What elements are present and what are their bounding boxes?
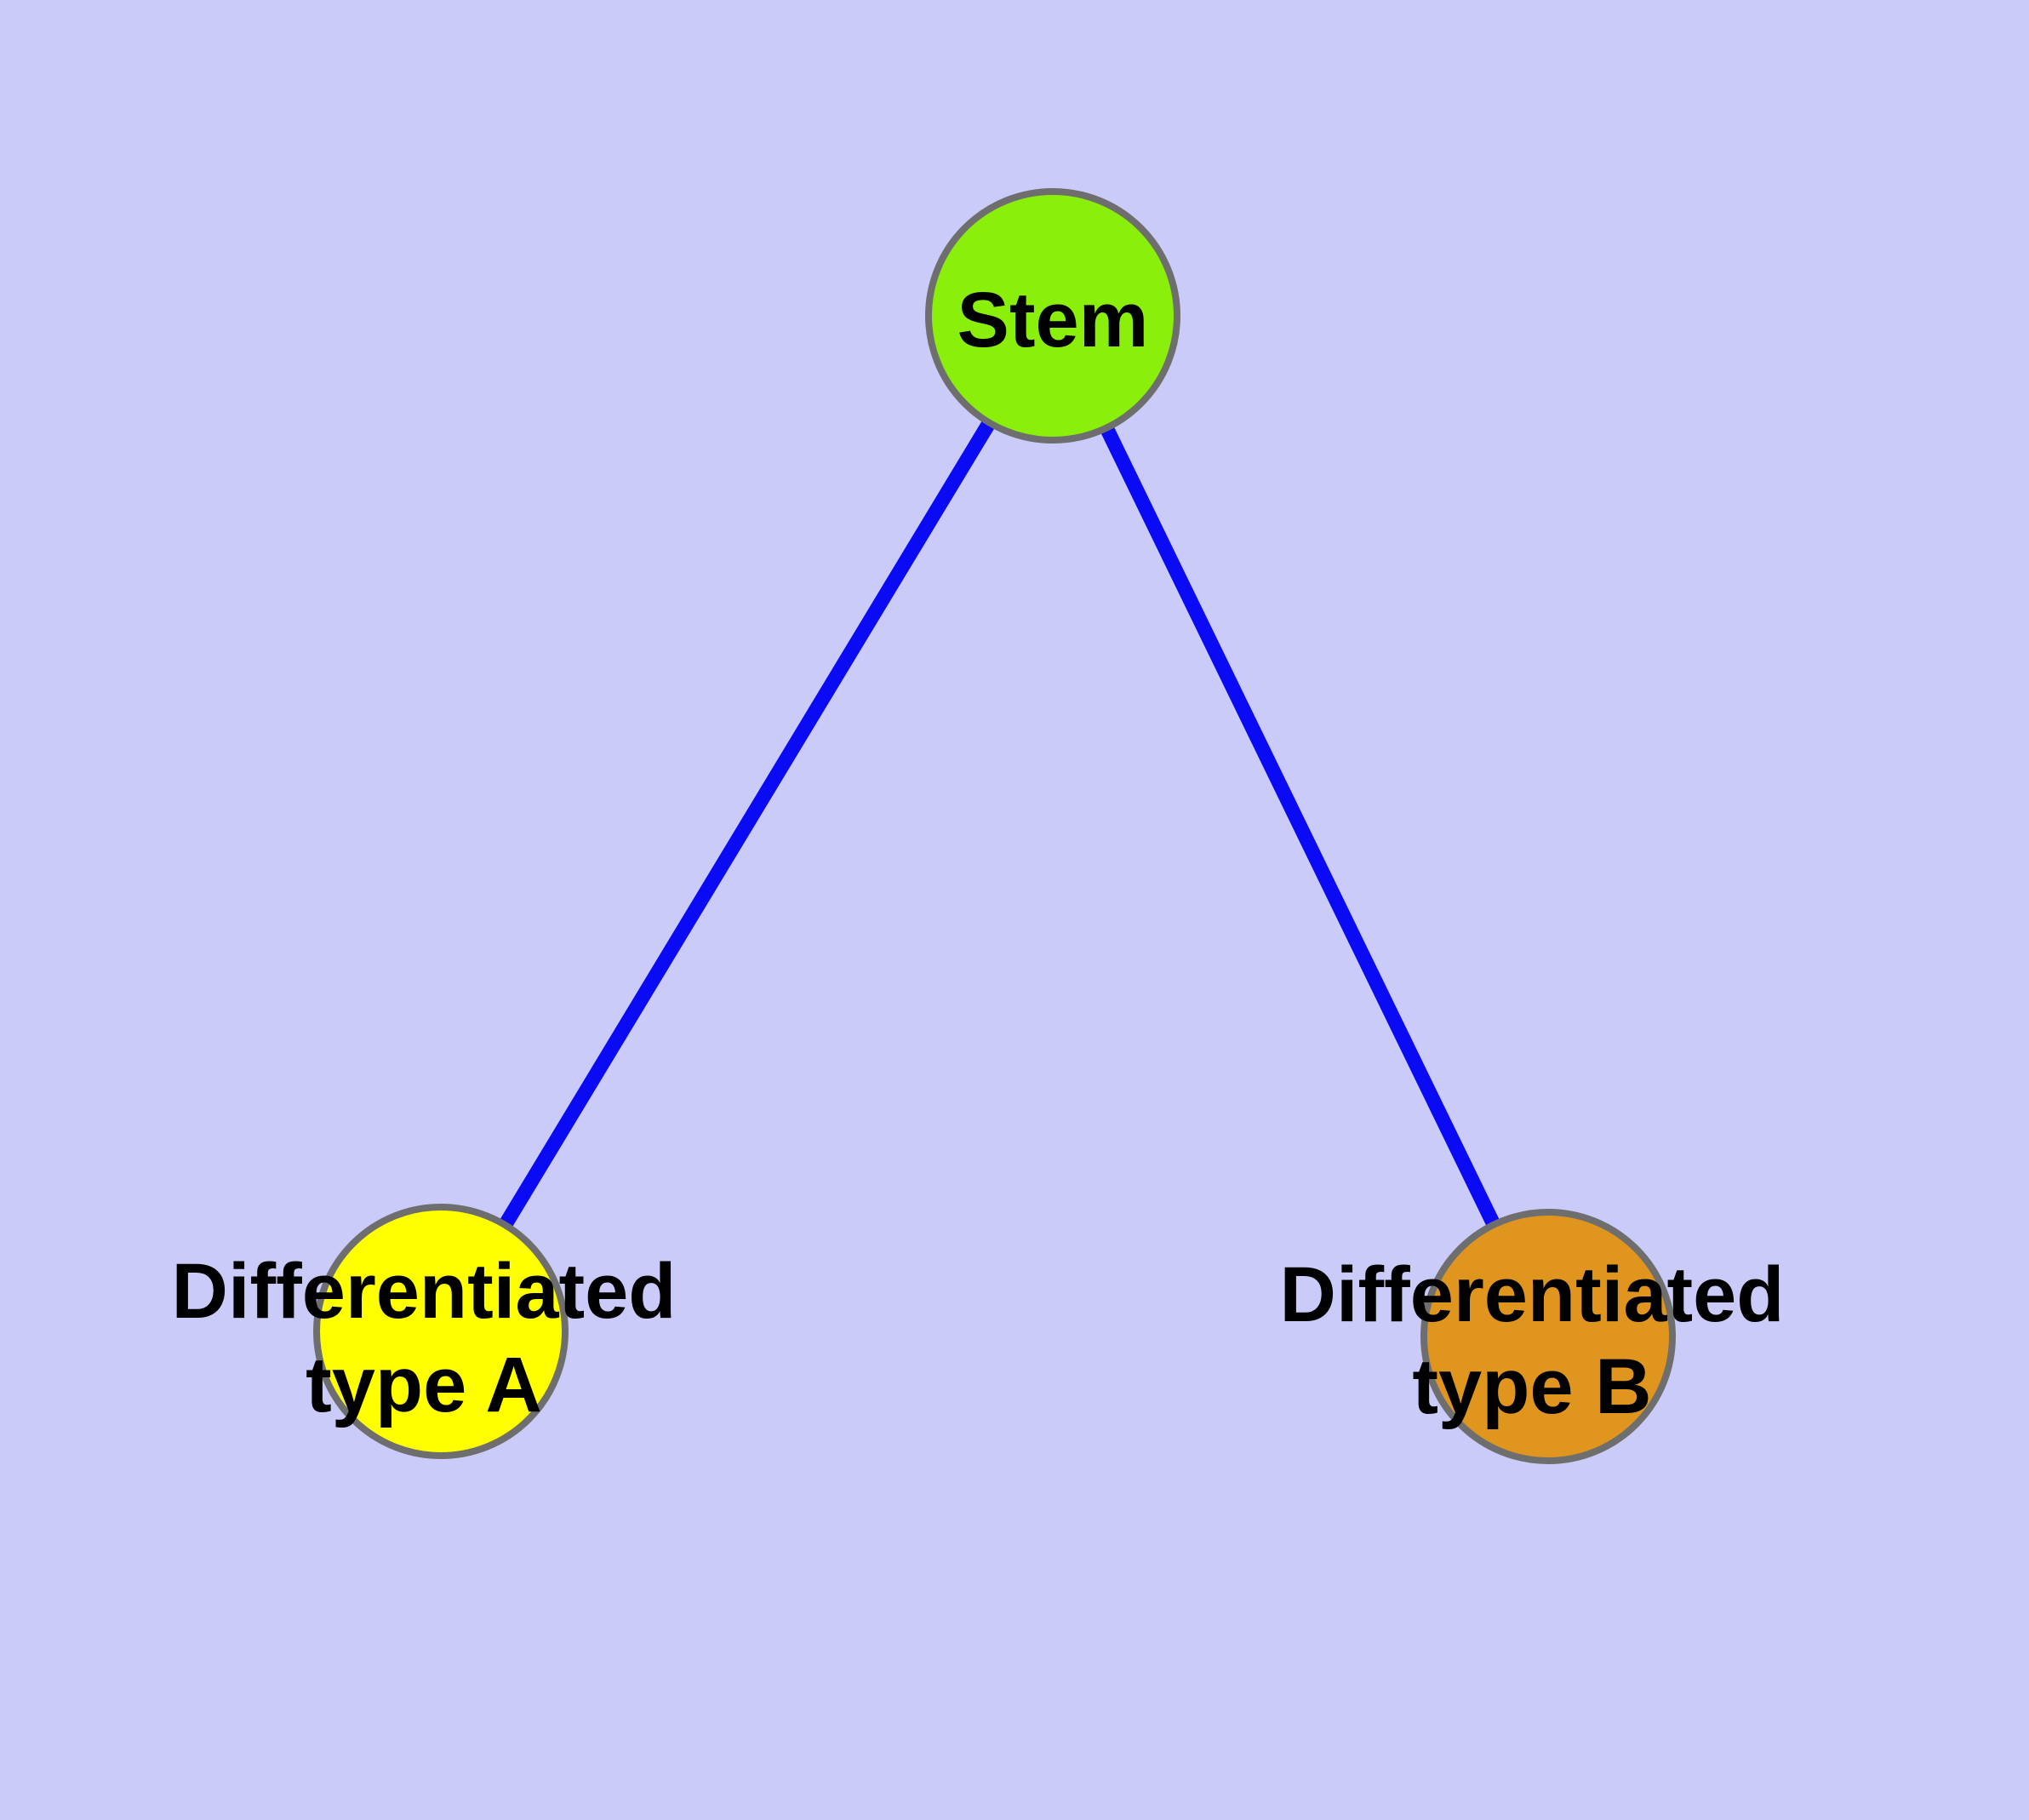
node-stem-label: Stem [957, 277, 1149, 363]
node-differentiated-type-a: Differentiated type A [172, 1204, 677, 1459]
node-differentiated-type-b-label-line1: Differentiated [1280, 1251, 1785, 1338]
edge-stem-to-type-b [1046, 314, 1555, 1340]
node-differentiated-type-a-label-line2: type A [306, 1342, 542, 1428]
node-differentiated-type-b: Differentiated type B [1280, 1209, 1785, 1464]
edge-stem-to-type-a [434, 313, 1060, 1336]
node-differentiated-type-a-circle [313, 1204, 569, 1459]
node-differentiated-type-b-circle [1420, 1209, 1676, 1464]
node-stem: Stem [925, 188, 1180, 444]
node-differentiated-type-a-label-line1: Differentiated [172, 1248, 677, 1335]
node-stem-circle [925, 188, 1180, 444]
node-differentiated-type-b-label-line2: type B [1412, 1343, 1651, 1430]
edge-layer [434, 313, 1555, 1340]
